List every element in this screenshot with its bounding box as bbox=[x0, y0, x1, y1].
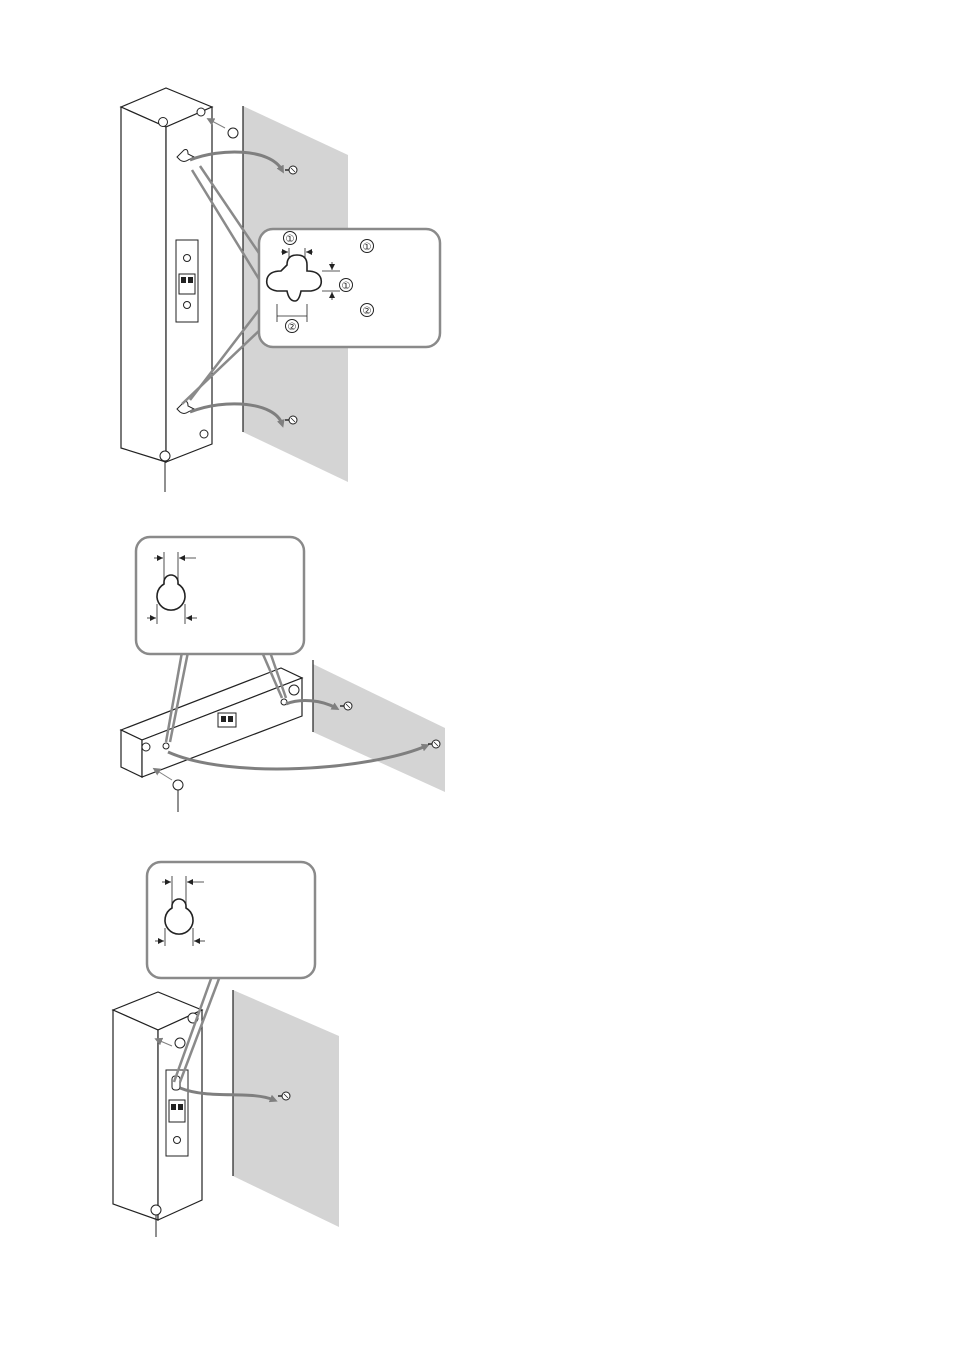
rubber-foot-icon bbox=[289, 685, 299, 695]
wall-panel bbox=[233, 990, 339, 1227]
rubber-foot-icon bbox=[175, 1038, 185, 1048]
keyhole-slot-icon bbox=[163, 743, 169, 749]
terminal-panel-icon bbox=[176, 240, 198, 322]
wall-panel bbox=[313, 664, 445, 792]
svg-text:②: ② bbox=[363, 306, 372, 317]
rubber-foot-icon bbox=[151, 1205, 161, 1215]
rubber-foot-icon bbox=[200, 430, 208, 438]
callout-marker-1b: ① bbox=[361, 240, 374, 254]
figure-center-speaker bbox=[121, 537, 445, 812]
rubber-foot-icon bbox=[197, 108, 205, 116]
figure-surround-speaker bbox=[113, 862, 339, 1237]
terminal-panel-icon bbox=[166, 1070, 188, 1156]
figure-tall-front-speaker: ① ① ① ② ② bbox=[121, 88, 440, 492]
callout-marker-2b: ② bbox=[361, 304, 374, 318]
callout-marker-1c: ① bbox=[340, 279, 353, 293]
svg-text:②: ② bbox=[288, 322, 297, 333]
terminal-panel-icon bbox=[218, 713, 236, 727]
svg-text:①: ① bbox=[342, 281, 351, 292]
rubber-foot-icon bbox=[228, 128, 238, 138]
rubber-foot-icon bbox=[142, 743, 150, 751]
svg-text:①: ① bbox=[363, 242, 372, 253]
rubber-foot-icon bbox=[173, 780, 183, 790]
rubber-foot-icon bbox=[160, 451, 170, 461]
surround-speaker-body bbox=[113, 992, 202, 1220]
svg-text:①: ① bbox=[286, 234, 295, 245]
callout-marker-1a: ① bbox=[284, 232, 297, 246]
callout-marker-2: ② bbox=[286, 320, 299, 334]
rubber-foot-icon bbox=[159, 118, 168, 127]
